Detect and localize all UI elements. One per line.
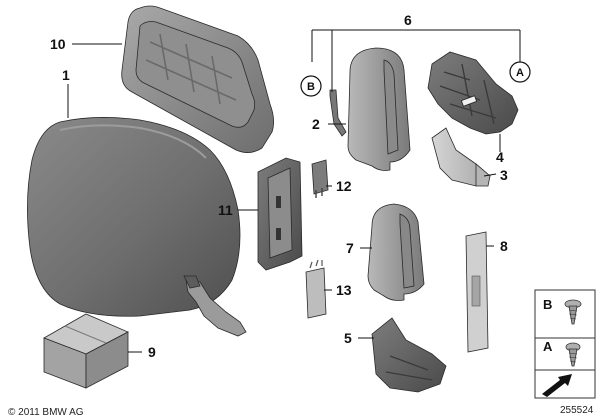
legend-b-label: B <box>543 297 552 312</box>
part-4-mechanism <box>427 51 519 135</box>
part-8-strip <box>465 231 489 353</box>
part-13-clip <box>305 259 327 319</box>
circled-a-text: A <box>516 67 524 79</box>
part-11-rear-cover <box>257 157 303 271</box>
callout-13: 13 <box>336 282 352 298</box>
callout-2: 2 <box>312 116 320 132</box>
diagram-number: 255524 <box>560 405 594 416</box>
callout-5: 5 <box>344 330 352 346</box>
screw-icon <box>565 342 581 367</box>
part-3-bracket <box>431 127 491 187</box>
screw-icon <box>564 299 582 325</box>
callout-10: 10 <box>50 36 66 52</box>
callout-3: 3 <box>500 167 508 183</box>
part-5-lower-bracket <box>371 317 447 393</box>
callout-4: 4 <box>496 149 504 165</box>
leader-lines <box>67 29 521 353</box>
part-1-headrest-cushion <box>27 117 247 337</box>
page-arrow-icon <box>542 374 572 397</box>
callout-12: 12 <box>336 178 352 194</box>
part-7-sleeve-cover <box>367 203 425 301</box>
callout-11: 11 <box>218 202 233 218</box>
circled-letter-a: A <box>509 61 531 83</box>
callout-1: 1 <box>62 67 70 83</box>
part-10-headrest-frame <box>121 5 274 153</box>
callout-6: 6 <box>404 12 412 28</box>
callout-8: 8 <box>500 238 508 254</box>
callout-9: 9 <box>148 344 156 360</box>
part-9-box <box>43 313 129 389</box>
fastener-legend: B A <box>534 289 596 399</box>
circled-b-text: B <box>307 81 315 93</box>
part-6b-screw <box>329 89 347 137</box>
callout-7: 7 <box>346 240 354 256</box>
part-2-sleeve-cover <box>347 47 411 171</box>
part-12-clip <box>311 159 329 198</box>
legend-a-label: A <box>543 339 553 354</box>
copyright-text: © 2011 BMW AG <box>8 407 84 418</box>
circled-letter-b: B <box>300 75 322 97</box>
